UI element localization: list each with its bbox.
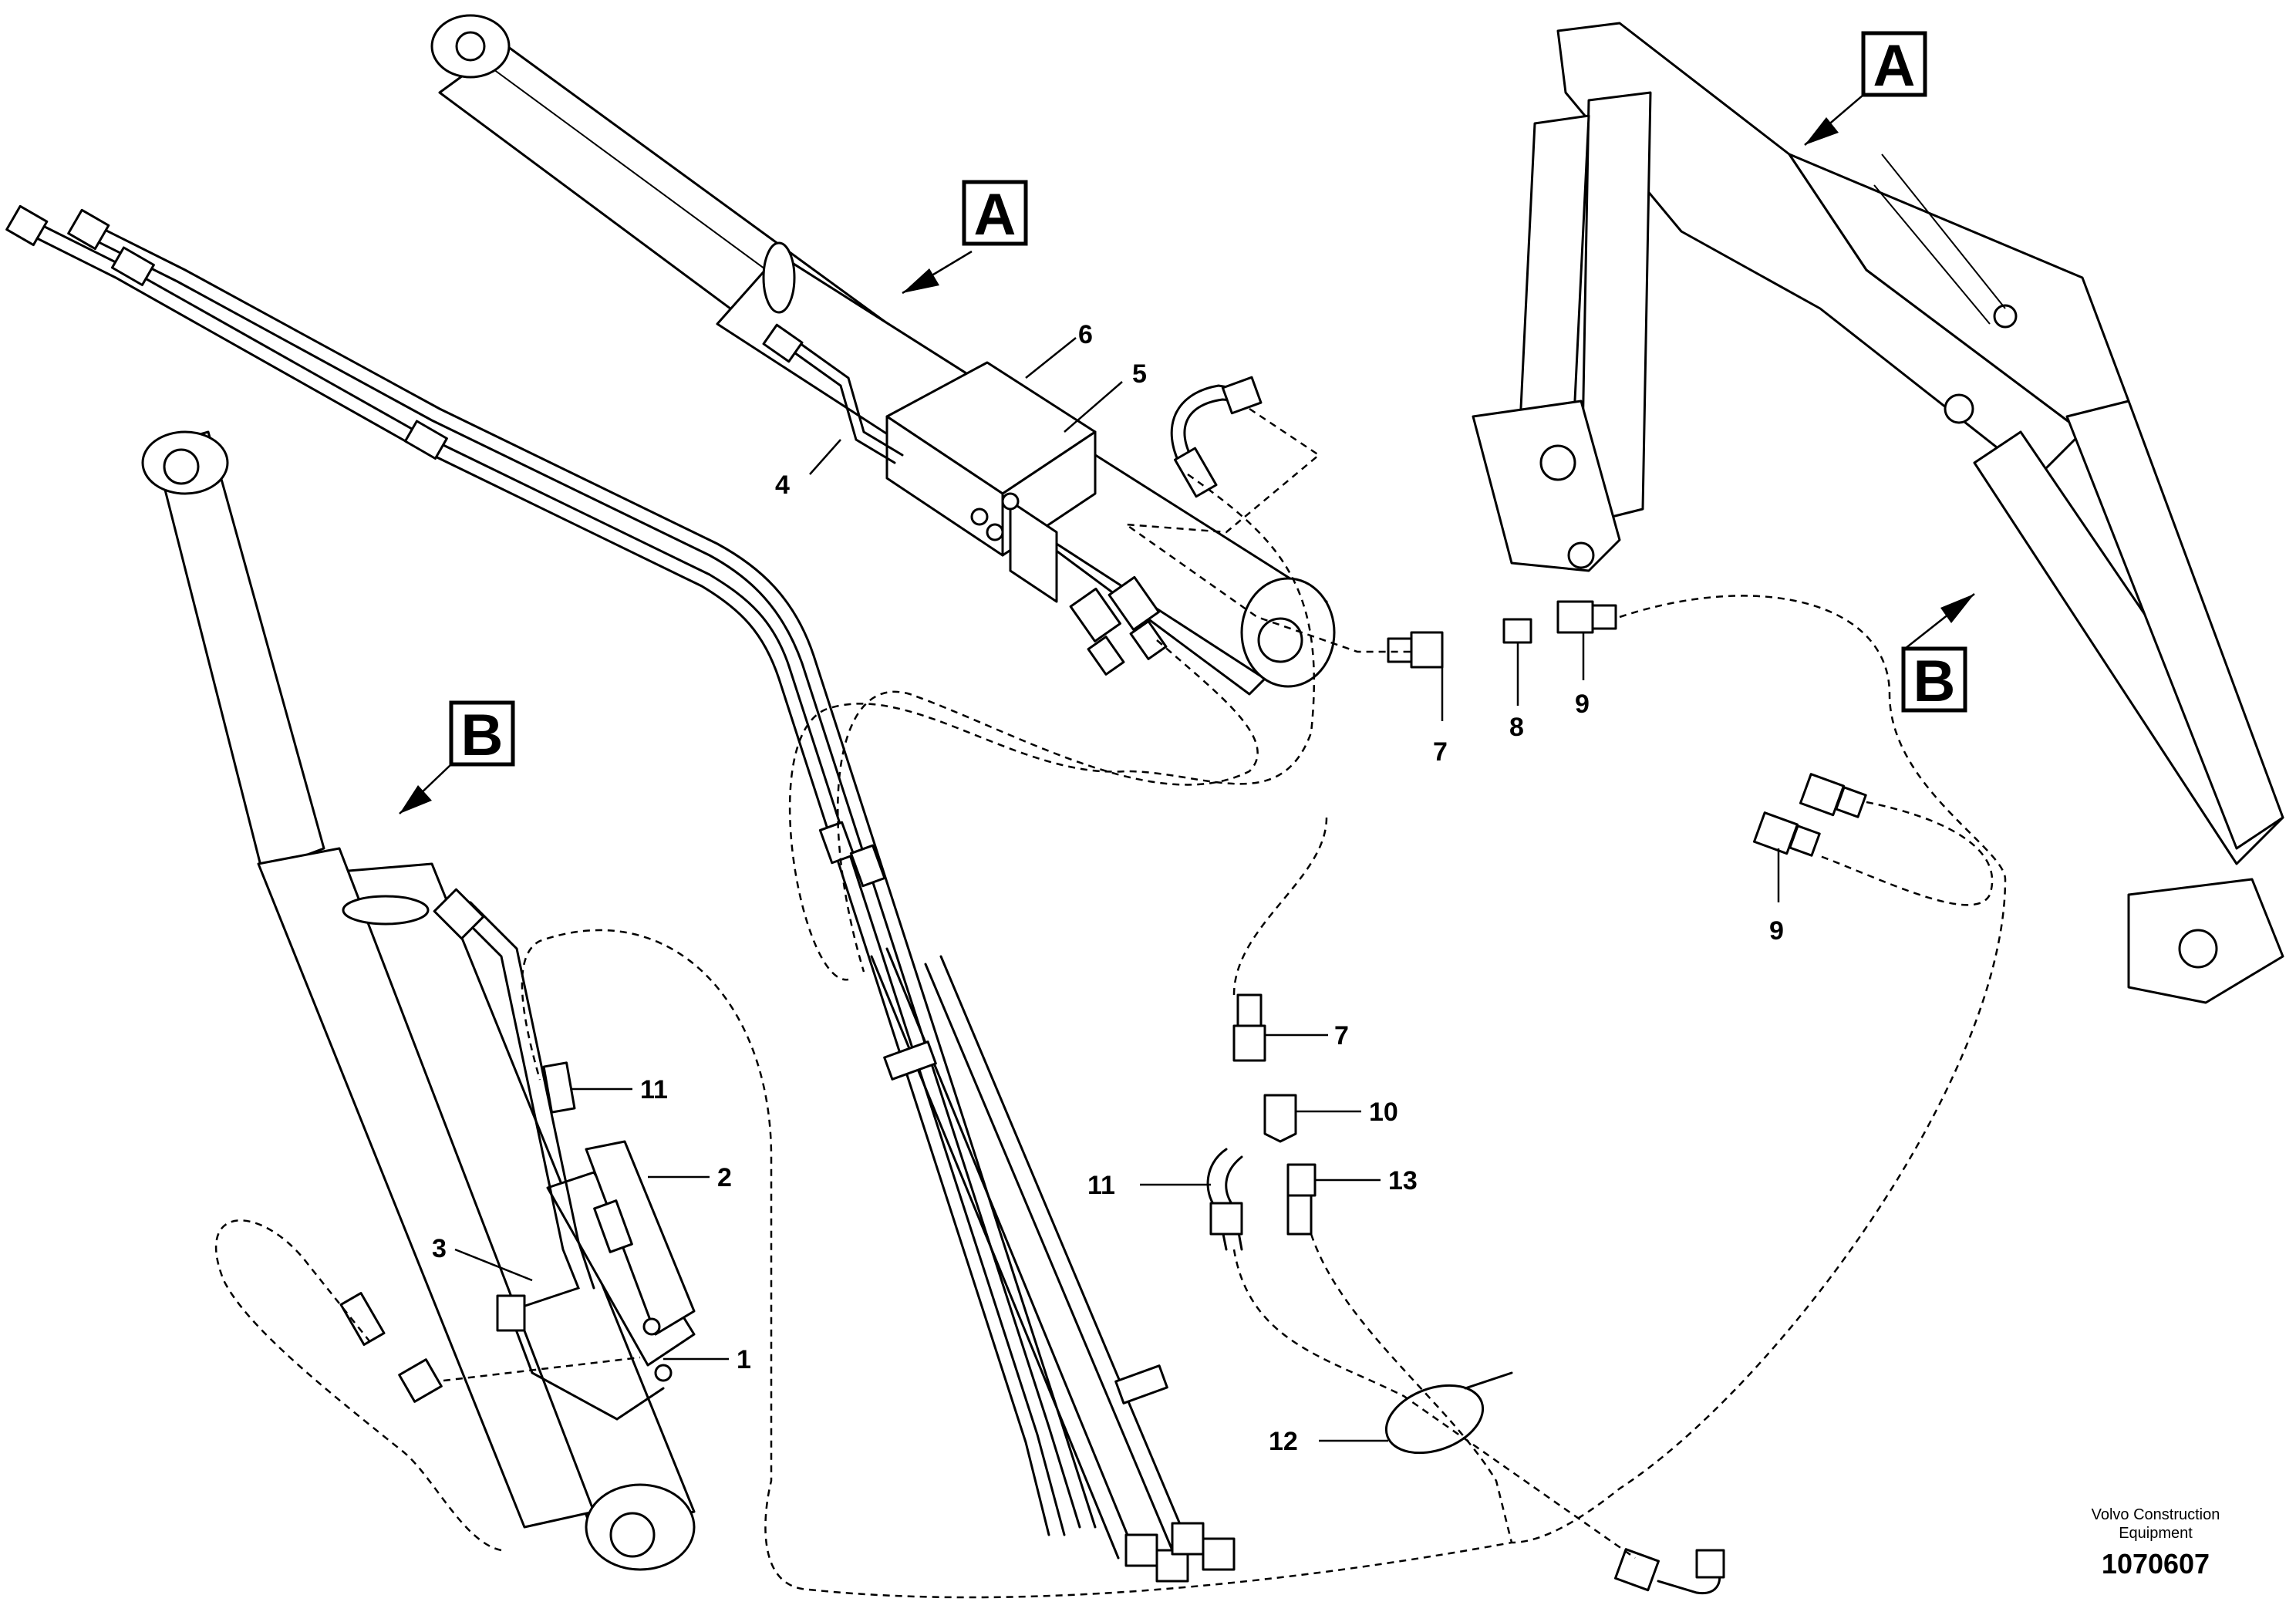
section-label-b-right: B — [1913, 649, 1956, 714]
callout-11-left: 11 — [571, 1075, 668, 1104]
adapters-cylinder-b — [339, 1061, 576, 1403]
callout-9-top: 9 — [1575, 632, 1590, 719]
callout-7-middle: 7 — [1265, 1021, 1349, 1050]
callout-2: 2 — [648, 1163, 732, 1192]
fittings-7-10-11-13 — [1206, 993, 1317, 1251]
bent-fitting-5 — [1170, 376, 1263, 498]
callout-4: 4 — [775, 439, 841, 500]
section-label-a-left: A — [974, 182, 1017, 248]
callout-6: 6 — [1025, 320, 1093, 379]
callout-7-top: 7 — [1433, 667, 1448, 767]
svg-text:9: 9 — [1769, 916, 1784, 946]
adapters-cylinder-a — [1069, 575, 1168, 676]
svg-text:4: 4 — [775, 470, 790, 500]
callout-5: 5 — [1064, 359, 1147, 433]
svg-text:1: 1 — [737, 1345, 751, 1374]
pipe-3 — [433, 888, 665, 1421]
svg-text:13: 13 — [1388, 1166, 1418, 1195]
callout-3: 3 — [432, 1234, 533, 1282]
hose-routes — [214, 407, 2007, 1599]
svg-text:11: 11 — [640, 1075, 668, 1104]
svg-text:12: 12 — [1269, 1427, 1298, 1456]
cable-tie-12 — [1384, 1371, 1513, 1455]
section-box-b-left: B — [399, 700, 515, 814]
callout-1: 1 — [663, 1345, 751, 1374]
svg-text:8: 8 — [1509, 713, 1524, 742]
caption-company-2: Equipment — [2119, 1525, 2193, 1542]
fittings-9-right — [1752, 773, 1867, 857]
section-box-a-right: A — [1804, 31, 1927, 146]
safety-valve-block-b — [546, 1140, 696, 1382]
fittings-7-8-9-top — [1387, 600, 1617, 669]
excavator-boom-arm — [1472, 22, 2284, 1004]
callout-9-right: 9 — [1769, 848, 1784, 946]
caption-company: Volvo Construction — [2092, 1506, 2220, 1523]
callout-13: 13 — [1315, 1166, 1418, 1195]
elbow-fitting-bottom — [1613, 1548, 1725, 1595]
svg-text:2: 2 — [717, 1163, 732, 1192]
callout-12: 12 — [1269, 1427, 1388, 1456]
callout-8: 8 — [1509, 642, 1524, 742]
svg-text:6: 6 — [1078, 320, 1093, 349]
pipe-4 — [762, 323, 904, 464]
arm-cylinder-b — [141, 430, 696, 1571]
section-box-a-left: A — [902, 180, 1028, 295]
safety-valve-block-a — [885, 361, 1097, 603]
svg-text:9: 9 — [1575, 690, 1590, 719]
svg-text:11: 11 — [1087, 1171, 1115, 1200]
svg-text:10: 10 — [1369, 1098, 1398, 1127]
callout-10: 10 — [1296, 1098, 1398, 1127]
caption-code: 1070607 — [2102, 1548, 2210, 1580]
svg-text:7: 7 — [1334, 1021, 1349, 1050]
svg-text:3: 3 — [432, 1234, 447, 1263]
section-label-b-left: B — [461, 703, 504, 768]
svg-text:5: 5 — [1132, 359, 1147, 389]
callout-11-middle: 11 — [1087, 1171, 1211, 1200]
svg-text:7: 7 — [1433, 737, 1448, 767]
diagram-caption: Volvo Construction Equipment 1070607 — [2092, 1506, 2220, 1580]
pipe-assembly — [5, 204, 1236, 1583]
boom-cylinder-a — [430, 14, 1336, 696]
section-box-b-right: B — [1901, 593, 1975, 714]
section-label-a-right: A — [1873, 33, 1916, 99]
